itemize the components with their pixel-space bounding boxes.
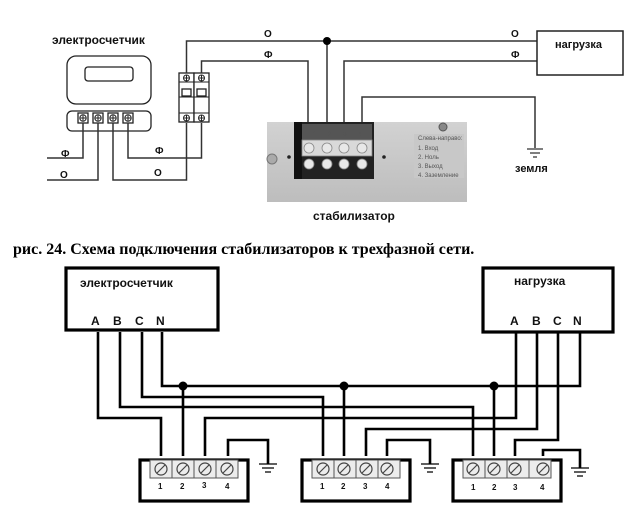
electricity-meter-icon xyxy=(66,55,152,132)
load-phase-n: N xyxy=(573,314,582,328)
wire-label-phase: Ф xyxy=(61,149,70,160)
stab-terminal-num: 2 xyxy=(328,132,332,138)
stab-terminal-num: 3 xyxy=(343,132,347,138)
figure-caption: рис. 24. Схема подключения стабилизаторо… xyxy=(13,241,474,258)
bottom-load-box xyxy=(481,266,615,334)
ground-label: земля xyxy=(515,163,548,175)
junction-dot xyxy=(339,381,349,391)
stabilizer-photo xyxy=(266,122,467,202)
bottom-wires xyxy=(96,332,582,468)
terminal-number: 3 xyxy=(363,482,368,491)
junction-dot xyxy=(489,381,499,391)
stabilizer-label: стабилизатор xyxy=(313,209,395,223)
stabilizer-block-2 xyxy=(300,458,412,503)
wire-label-phase: Ф xyxy=(155,146,164,157)
load-phase-c: C xyxy=(553,314,562,328)
terminal-number: 1 xyxy=(471,483,476,492)
load-phase-b: B xyxy=(532,314,541,328)
meter-phase-n: N xyxy=(156,314,165,328)
terminal-number: 4 xyxy=(540,483,545,492)
top-load-box xyxy=(536,30,624,76)
stab-panel-item: 1. Вход xyxy=(418,146,439,152)
ground-icon xyxy=(571,467,589,477)
bottom-meter-label: электросчетчик xyxy=(80,276,174,290)
wire-label-neutral: О xyxy=(60,170,68,181)
stab-panel-heading: Слева-направо: xyxy=(418,136,463,142)
circuit-breaker-icon xyxy=(178,72,210,123)
terminal-number: 2 xyxy=(180,482,185,491)
ground-icon xyxy=(527,148,543,158)
bottom-load-label: нагрузка xyxy=(514,274,566,288)
load-phase-a: A xyxy=(510,314,519,328)
terminal-number: 3 xyxy=(513,483,518,492)
stab-panel-item: 3. Выход xyxy=(418,164,443,170)
stabilizer-block-3 xyxy=(451,458,563,503)
wire-label-phase: Ф xyxy=(511,50,520,61)
ground-icon xyxy=(421,463,439,473)
wire-label-phase: Ф xyxy=(264,50,273,61)
meter-phase-c: C xyxy=(135,314,144,328)
meter-phase-b: B xyxy=(113,314,122,328)
terminal-number: 4 xyxy=(225,482,230,491)
terminal-number: 3 xyxy=(202,481,207,490)
top-meter-label: электросчетчик xyxy=(52,33,146,47)
junction-dot xyxy=(178,381,188,391)
stab-terminal-num: 4 xyxy=(358,132,362,138)
top-load-label: нагрузка xyxy=(555,39,603,51)
terminal-number: 4 xyxy=(385,482,390,491)
wire-label-neutral: О xyxy=(154,168,162,179)
top-wires xyxy=(47,40,537,181)
terminal-number: 2 xyxy=(341,482,346,491)
stab-panel-item: 2. Ноль xyxy=(418,155,439,161)
wire-label-neutral: О xyxy=(511,29,519,40)
terminal-number: 1 xyxy=(158,482,163,491)
terminal-number: 1 xyxy=(320,482,325,491)
wire-label-neutral: О xyxy=(264,29,272,40)
junction-dot xyxy=(323,37,331,45)
stab-terminal-num: 1 xyxy=(313,132,317,138)
ground-icon xyxy=(259,463,277,473)
meter-phase-a: A xyxy=(91,314,100,328)
stab-panel-item: 4. Заземление xyxy=(418,173,459,179)
stabilizer-block-1 xyxy=(138,458,250,503)
terminal-number: 2 xyxy=(492,483,497,492)
bottom-meter-box xyxy=(64,266,220,332)
